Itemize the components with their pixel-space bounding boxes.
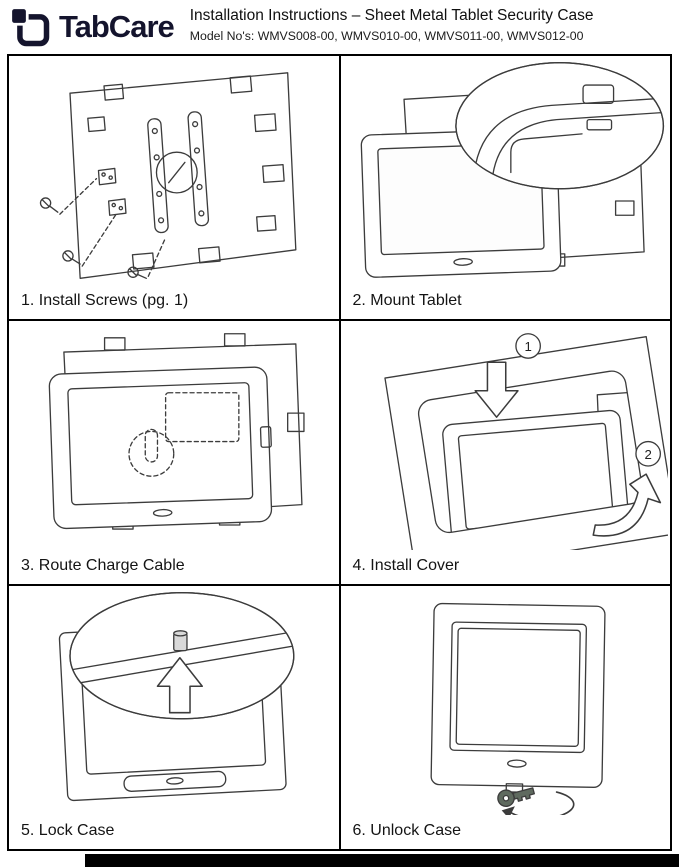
up-arrow-icon: [156, 656, 203, 714]
back-plate: [69, 72, 297, 279]
callout-2-label: 2: [644, 447, 651, 462]
document-title: Installation Instructions – Sheet Metal …: [189, 7, 594, 24]
header-titles: Installation Instructions – Sheet Metal …: [190, 5, 594, 43]
step-caption-3: 3. Route Charge Cable: [21, 557, 185, 574]
cable-hole: [155, 151, 198, 194]
magnifier-ellipse: [454, 61, 664, 190]
tablet-case: [48, 366, 273, 530]
illustration-install-cover: 1 2: [343, 323, 668, 550]
mounting-rails: [147, 111, 210, 234]
callout-1-label: 1: [524, 339, 531, 354]
footer-bar: [85, 854, 679, 867]
illustration-mount-tablet: [343, 58, 669, 285]
cover-frame: [383, 336, 668, 550]
turn-arrow-icon: [506, 791, 574, 815]
step-panel-6: 6. Unlock Case: [340, 586, 670, 849]
magnified-lock-detail: [69, 628, 294, 714]
step-panel-2: 2. Mount Tablet: [340, 56, 670, 319]
curved-arrow-icon: [591, 473, 661, 537]
callout-2-circle: [634, 440, 661, 467]
step-panel-3: 3. Route Charge Cable: [9, 321, 339, 584]
step-caption-1: 1. Install Screws (pg. 1): [21, 292, 189, 309]
step-panel-1: 1. Install Screws (pg. 1): [9, 56, 339, 319]
key-icon: [496, 787, 535, 808]
illustration-lock-case: [11, 588, 337, 815]
down-arrow-icon: [473, 361, 519, 418]
cable-routing-detail: [128, 392, 240, 477]
case: [430, 602, 606, 793]
step-caption-6: 6. Unlock Case: [352, 822, 462, 839]
step-panel-5: 5. Lock Case: [9, 586, 339, 849]
key-and-arrow: [496, 787, 574, 815]
illustration-install-screws: [11, 58, 337, 285]
header: TabCare Installation Instructions – Shee…: [0, 0, 679, 54]
tabcare-logo-icon: [9, 6, 50, 47]
brand-name: TabCare: [59, 9, 175, 44]
tabcare-logo: TabCare: [8, 5, 175, 49]
callout-1-circle: [514, 333, 541, 359]
step-panel-4: 1 2 4. Install Cover: [340, 321, 670, 584]
screw-icon: [39, 177, 167, 279]
step-caption-2: 2. Mount Tablet: [352, 292, 462, 309]
illustration-unlock-case: [343, 588, 669, 815]
step-caption-4: 4. Install Cover: [352, 557, 460, 574]
step-caption-5: 5. Lock Case: [21, 822, 115, 839]
steps-grid: 1. Install Screws (pg. 1): [7, 54, 672, 851]
model-numbers: Model No's: WMVS008-00, WMVS010-00, WMVS…: [189, 29, 584, 43]
illustration-route-cable: [11, 323, 337, 550]
